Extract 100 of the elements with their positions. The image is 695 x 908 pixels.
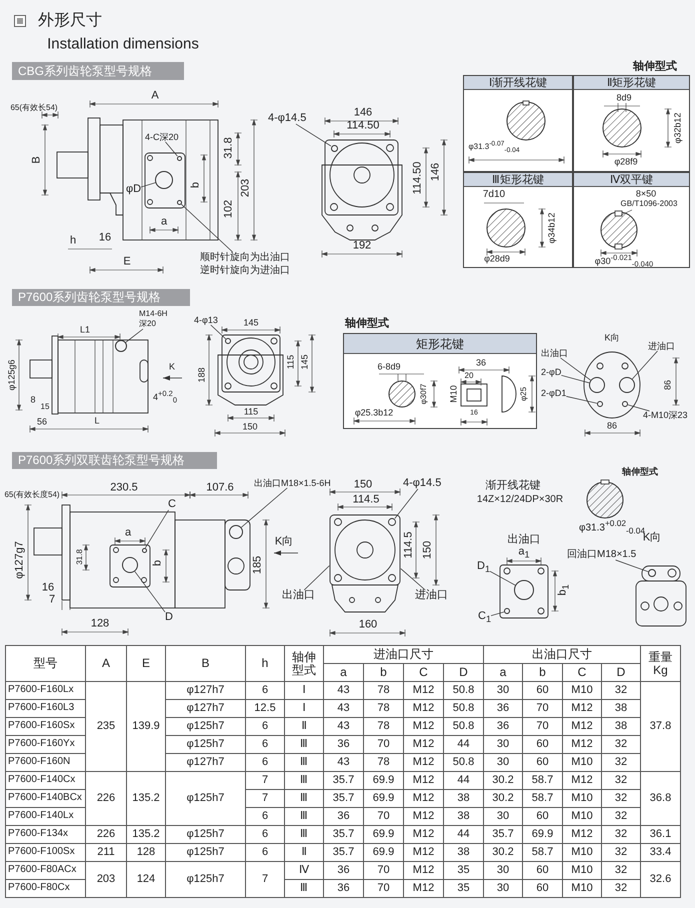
leader-line (490, 612, 504, 616)
table-header-cell: B (165, 645, 246, 682)
hole (330, 144, 338, 152)
table-cell: 35.7 (323, 843, 364, 862)
hole (155, 171, 173, 189)
callout-label: 2-φD1 (541, 389, 566, 398)
leader-line (296, 124, 332, 146)
table-cell: 35 (443, 879, 484, 898)
panel-heading: Ⅲ矩形花键 (464, 173, 572, 187)
dual-pump-front-view-drawing (328, 513, 402, 614)
callout-label: 顺时针旋向为出油口逆时针旋向为进油口 (200, 252, 292, 277)
dimension-label: 8×50 (636, 190, 656, 198)
table-cell: P7600-F80Cx (5, 879, 86, 898)
panel-heading: 矩形花键 (344, 334, 536, 354)
table-cell: 36 (323, 735, 364, 754)
table-cell: 78 (363, 753, 404, 772)
hole (142, 548, 146, 552)
dimension-label: 114.50 (412, 162, 424, 194)
table-cell: M10 (562, 681, 602, 700)
table-cell: φ127h7 (165, 699, 246, 718)
view-label: K (169, 362, 175, 372)
table-cell: 70 (363, 807, 404, 826)
table-cell: 30.2 (483, 771, 523, 790)
table-cell: φ125h7 (165, 861, 246, 898)
table-cell: P7600-F160L3 (5, 699, 86, 718)
hole (176, 200, 182, 204)
dimension-label: 7d10 (482, 190, 506, 200)
table-cell: Ⅲ (284, 771, 324, 790)
dimension-label: 56 (37, 418, 47, 426)
spline-spec: 渐开线花键 (486, 480, 540, 492)
table-cell: 226 (85, 771, 127, 826)
dimension-label: 146 (430, 162, 442, 182)
table-cell: 30 (483, 807, 523, 826)
view-label: K向 (642, 532, 662, 544)
table-cell: M12 (403, 771, 444, 790)
table-cell: 128 (126, 843, 166, 862)
table-cell: P7600-F100Sx (5, 843, 86, 862)
table-cell: Ⅲ (284, 789, 324, 808)
table-cell: φ127h7 (165, 753, 246, 772)
table-cell: 78 (363, 717, 404, 736)
leader-line (560, 374, 590, 384)
table-cell: 36 (323, 861, 364, 880)
dimension-label: 203 (240, 178, 252, 198)
callout-label: C (168, 499, 176, 510)
dimension-label: φ25 (520, 386, 528, 402)
table-cell: 32 (601, 753, 641, 772)
dimension-label: φ28d9 (484, 254, 510, 264)
table-cell: 6 (245, 825, 285, 844)
table-header-cell: b (522, 663, 563, 682)
hole (597, 401, 603, 407)
dimension-label: 107.6 (206, 482, 234, 494)
dimension-label: 65(有效长度54) (4, 491, 60, 499)
table-cell: M12 (562, 825, 602, 844)
table-cell: 50.8 (443, 699, 484, 718)
leader-line (134, 571, 166, 612)
table-cell: 38 (443, 843, 484, 862)
section-label: 轴伸型式 (622, 468, 658, 476)
table-cell: M12 (403, 861, 444, 880)
table-cell: M12 (403, 789, 444, 808)
table-cell: Ⅳ (284, 861, 324, 880)
table-cell: 35.7 (323, 771, 364, 790)
table-cell: 32 (601, 735, 641, 754)
shaft-type-panel (573, 75, 690, 172)
table-cell: M12 (403, 879, 444, 898)
table-cell: M12 (562, 735, 602, 754)
table-cell: 30 (483, 753, 523, 772)
table-cell: M12 (403, 825, 444, 844)
table-header-cell: 进油口尺寸 (323, 645, 484, 664)
table-cell: 6 (245, 753, 285, 772)
table-cell: 36.1 (640, 825, 681, 844)
leader-line (632, 350, 658, 380)
callout-label: 进油口 (415, 590, 448, 601)
table-cell: 38 (601, 699, 641, 718)
table-cell: 135.2 (126, 771, 166, 826)
table-cell: 38 (443, 807, 484, 826)
callout-label: 出油口 (282, 590, 315, 601)
dimension-label: 16 (98, 232, 112, 244)
table-cell: 6 (245, 735, 285, 754)
table-header-cell: b (363, 663, 404, 682)
table-header-cell: D (601, 663, 641, 682)
section-header-band: P7600系列齿轮泵型号规格 (12, 289, 190, 306)
hole (514, 580, 534, 600)
table-cell: φ127h7 (165, 681, 246, 700)
table-cell: M10 (562, 753, 602, 772)
table-cell: Ⅲ (284, 735, 324, 754)
table-header-cell: C (403, 663, 444, 682)
dimension-label: φ30f7 (420, 384, 428, 404)
table-cell: M12 (403, 717, 444, 736)
callout-label: 2-φD (541, 368, 562, 377)
table-cell: 58.7 (522, 843, 563, 862)
dimension-label: 115 (244, 408, 258, 416)
dimension-label: 160 (358, 620, 378, 630)
dimension-label: a (124, 528, 132, 538)
table-cell: 135.2 (126, 825, 166, 844)
hole (619, 377, 635, 393)
dimension-label: a$_{1}$ (518, 546, 530, 560)
dimension-label: 102 (224, 200, 234, 218)
spline-spec: 14Z×12/24DP×30R (476, 495, 564, 505)
table-cell: 32 (601, 771, 641, 790)
table-cell: Ⅰ (284, 699, 324, 718)
